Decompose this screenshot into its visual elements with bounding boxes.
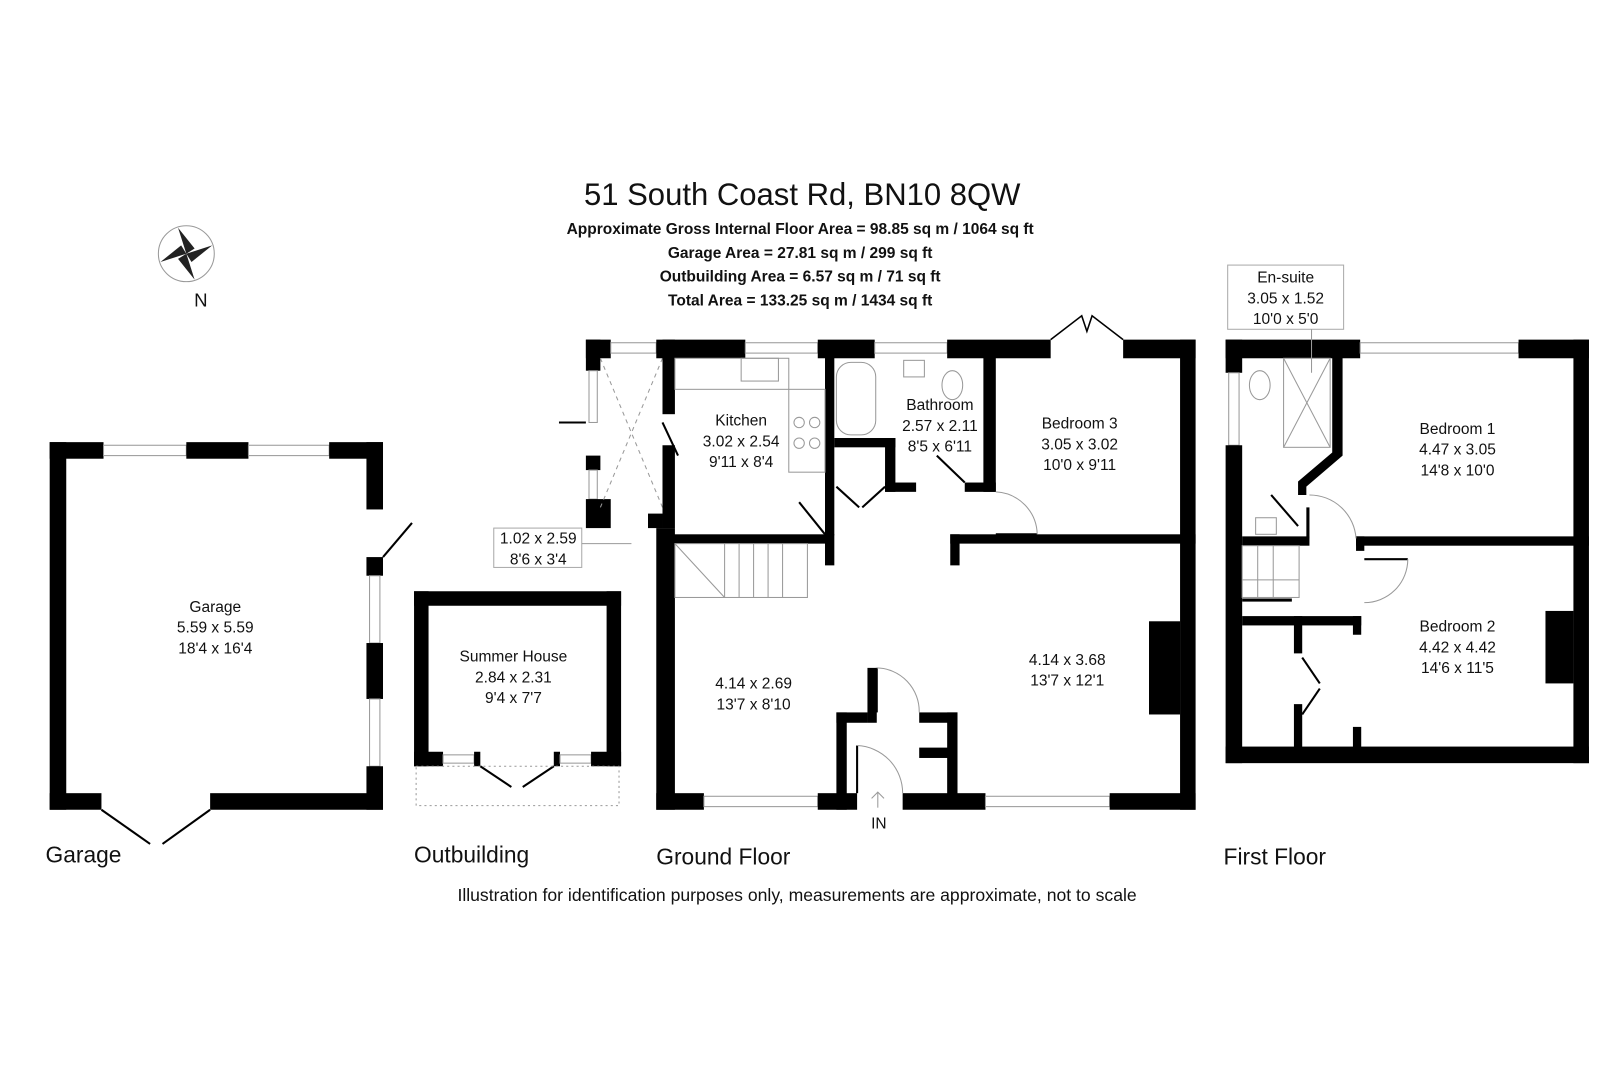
front-right-room-imperial: 13'7 x 12'1 bbox=[1030, 672, 1104, 689]
page-title: 51 South Coast Rd, BN10 8QW bbox=[584, 177, 1021, 212]
garage-room-metric: 5.59 x 5.59 bbox=[177, 620, 254, 637]
bedroom1-metric: 4.47 x 3.05 bbox=[1419, 442, 1496, 459]
compass-north-label: N bbox=[194, 289, 207, 310]
bedroom2-imperial: 14'6 x 11'5 bbox=[1421, 660, 1494, 677]
disclaimer: Illustration for identification purposes… bbox=[457, 885, 1136, 905]
bedroom1-name: Bedroom 1 bbox=[1420, 421, 1496, 438]
kitchen-name: Kitchen bbox=[715, 413, 767, 430]
first-floor-plan bbox=[1225, 339, 1589, 764]
bathroom-imperial: 8'5 x 6'11 bbox=[908, 438, 972, 455]
kitchen-metric: 3.02 x 2.54 bbox=[703, 433, 780, 450]
summer-house-plan bbox=[414, 591, 622, 807]
total-area: Total Area = 133.25 sq m / 1434 sq ft bbox=[668, 292, 932, 309]
garage-plan bbox=[49, 442, 413, 845]
front-right-room-metric: 4.14 x 3.68 bbox=[1029, 652, 1106, 669]
summer-house-imperial: 9'4 x 7'7 bbox=[485, 690, 542, 707]
garage-caption: Garage bbox=[46, 842, 122, 868]
entrance-label: IN bbox=[871, 815, 887, 832]
bedroom2-name: Bedroom 2 bbox=[1420, 619, 1496, 636]
gross-area: Approximate Gross Internal Floor Area = … bbox=[567, 221, 1034, 238]
ground-floor-plan bbox=[558, 314, 1196, 810]
bedroom3-imperial: 10'0 x 9'11 bbox=[1043, 457, 1116, 474]
bedroom2-metric: 4.42 x 4.42 bbox=[1419, 639, 1496, 656]
porch-imperial: 8'6 x 3'4 bbox=[510, 551, 567, 568]
garage-area: Garage Area = 27.81 sq m / 299 sq ft bbox=[668, 245, 933, 262]
first-floor-caption: First Floor bbox=[1224, 844, 1327, 870]
bedroom3-name: Bedroom 3 bbox=[1042, 416, 1118, 433]
summer-house-name: Summer House bbox=[460, 649, 568, 666]
compass-rose-icon bbox=[157, 225, 215, 283]
outbuilding-area: Outbuilding Area = 6.57 sq m / 71 sq ft bbox=[660, 269, 941, 286]
outbuilding-caption: Outbuilding bbox=[414, 842, 529, 868]
summer-house-metric: 2.84 x 2.31 bbox=[475, 669, 552, 686]
garage-room-name: Garage bbox=[189, 599, 241, 616]
ensuite-imperial: 10'0 x 5'0 bbox=[1253, 311, 1319, 328]
porch-metric: 1.02 x 2.59 bbox=[500, 531, 577, 548]
front-left-room-metric: 4.14 x 2.69 bbox=[715, 676, 792, 693]
ground-floor-caption: Ground Floor bbox=[656, 844, 791, 870]
garage-room-imperial: 18'4 x 16'4 bbox=[178, 640, 252, 657]
ensuite-name: En-suite bbox=[1257, 270, 1314, 287]
bedroom1-imperial: 14'8 x 10'0 bbox=[1420, 462, 1494, 479]
bathroom-metric: 2.57 x 2.11 bbox=[902, 418, 978, 435]
bedroom3-metric: 3.05 x 3.02 bbox=[1041, 436, 1118, 453]
porch-label-box bbox=[493, 527, 583, 568]
ensuite-metric: 3.05 x 1.52 bbox=[1247, 290, 1324, 307]
ensuite-label-box bbox=[1227, 264, 1345, 330]
front-left-room-imperial: 13'7 x 8'10 bbox=[717, 696, 791, 713]
kitchen-imperial: 9'11 x 8'4 bbox=[709, 454, 774, 471]
bathroom-name: Bathroom bbox=[906, 397, 973, 414]
